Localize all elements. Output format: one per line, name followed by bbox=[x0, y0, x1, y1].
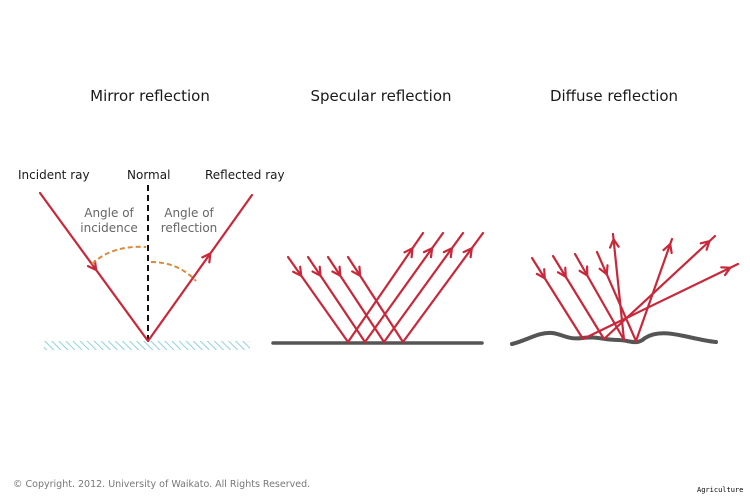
specular-incident-ray-2-arrow bbox=[311, 265, 322, 278]
diffuse-reflected-ray-4 bbox=[634, 237, 674, 343]
title-diffuse-reflection: Diffuse reflection bbox=[549, 87, 679, 105]
diffuse-incident-ray-2-arrow bbox=[556, 266, 567, 279]
diffuse-reflected-ray-1 bbox=[581, 262, 740, 341]
specular-reflected-ray-1-arrow bbox=[403, 246, 414, 259]
diffuse-incident-ray-3 bbox=[573, 252, 626, 342]
diffuse-surface bbox=[510, 330, 718, 346]
specular-reflected-ray-3-arrow bbox=[442, 246, 454, 259]
label-angle-of-reflection: Angle of reflection bbox=[144, 206, 234, 236]
diffuse-reflected-ray-2-arrow bbox=[699, 239, 712, 251]
mirror-reflected-ray-arrow bbox=[201, 251, 212, 264]
title-mirror-reflection: Mirror reflection bbox=[90, 87, 210, 105]
specular-incident-ray-4 bbox=[346, 255, 405, 344]
specular-incident-ray-3 bbox=[326, 255, 386, 344]
diffuse-reflected-ray-3 bbox=[611, 232, 626, 342]
diffuse-incident-ray-2 bbox=[551, 254, 606, 341]
label-angle-of-reflection-line1: Angle of bbox=[164, 206, 214, 220]
specular-incident-ray-1-arrow bbox=[292, 265, 303, 278]
title-specular-reflection: Specular reflection bbox=[310, 87, 452, 105]
angle-of-incidence-arc bbox=[91, 245, 147, 265]
mirror-reflected-ray bbox=[146, 193, 254, 343]
specular-incident-ray-1 bbox=[286, 255, 350, 344]
diffuse-reflected-ray-1-arrow bbox=[720, 266, 733, 277]
specular-reflection-figure bbox=[271, 231, 485, 345]
diffuse-reflected-ray-4-arrow bbox=[662, 241, 673, 255]
label-angle-of-reflection-line2: reflection bbox=[160, 221, 218, 235]
mirror-surface bbox=[44, 341, 250, 350]
category-tag: Agriculture bbox=[697, 486, 744, 494]
diffuse-incident-ray-1-arrow bbox=[535, 268, 546, 281]
specular-incident-ray-3-arrow bbox=[331, 265, 342, 278]
label-angle-of-incidence: Angle of incidence bbox=[64, 206, 154, 236]
label-angle-of-incidence-line2: incidence bbox=[80, 221, 138, 235]
diffuse-incident-ray-3-arrow bbox=[578, 265, 589, 278]
angle-of-reflection-arc bbox=[150, 261, 197, 282]
specular-reflected-ray-1 bbox=[346, 231, 425, 344]
copyright-notice: © Copyright. 2012. University of Waikato… bbox=[13, 479, 311, 490]
label-incident-ray: Incident ray bbox=[18, 168, 90, 182]
label-angle-of-incidence-line1: Angle of bbox=[84, 206, 134, 220]
diffuse-reflection-figure bbox=[510, 232, 740, 346]
specular-reflected-ray-3 bbox=[382, 231, 465, 344]
mirror-reflection-figure bbox=[38, 185, 254, 350]
specular-incident-ray-4-arrow bbox=[351, 265, 362, 278]
diffuse-incident-ray-4-arrow bbox=[598, 264, 609, 277]
mirror-incident-ray-arrow bbox=[86, 259, 98, 272]
diffuse-incident-ray-4 bbox=[595, 250, 638, 343]
diffuse-reflected-ray-3-arrow bbox=[608, 237, 620, 249]
label-reflected-ray: Reflected ray bbox=[205, 168, 285, 182]
diffuse-reflected-ray-2 bbox=[602, 234, 717, 341]
diffuse-incident-ray-1 bbox=[530, 256, 585, 341]
specular-incident-ray-2 bbox=[306, 255, 367, 344]
specular-reflected-ray-4-arrow bbox=[462, 246, 474, 259]
specular-reflected-ray-4 bbox=[401, 231, 485, 344]
label-normal: Normal bbox=[127, 168, 171, 182]
specular-reflected-ray-2 bbox=[363, 231, 445, 344]
specular-reflected-ray-2-arrow bbox=[422, 246, 434, 259]
mirror-incident-ray bbox=[38, 191, 150, 343]
